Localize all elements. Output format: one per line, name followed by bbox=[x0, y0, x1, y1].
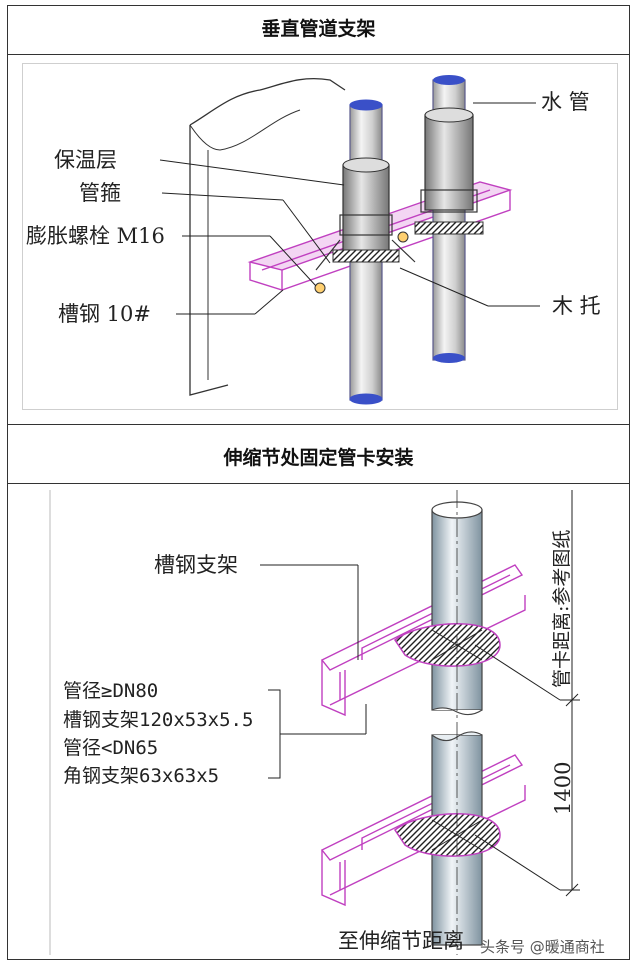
watermark: 头条号 @暖通商社 bbox=[480, 938, 605, 956]
section1-panel bbox=[22, 63, 618, 410]
label-channel-bracket: 槽钢支架 bbox=[154, 553, 238, 577]
pipe-clamp bbox=[339, 214, 393, 236]
outer-frame bbox=[7, 5, 630, 960]
pipe-left bbox=[315, 99, 416, 405]
wall-edge bbox=[189, 78, 346, 126]
label-to-joint: 至伸缩节距离 bbox=[338, 929, 464, 953]
divider bbox=[7, 483, 630, 484]
wood-support bbox=[332, 249, 400, 263]
section1-title: 垂直管道支架 bbox=[261, 18, 376, 40]
wall-edge bbox=[189, 125, 229, 396]
pipe-right bbox=[397, 75, 484, 363]
label-spec-4: 角钢支架63x63x5 bbox=[63, 765, 220, 787]
label-water-pipe: 水 管 bbox=[541, 90, 590, 114]
label-clamp-distance: 管卡距离:参考图纸 bbox=[551, 529, 573, 688]
insulation-layer bbox=[342, 164, 390, 256]
leaders-1 bbox=[159, 102, 540, 315]
divider bbox=[7, 424, 630, 425]
label-spec-1: 管径≥DN80 bbox=[63, 680, 159, 702]
label-spec-3: 管径<DN65 bbox=[63, 737, 159, 759]
label-dimension: 1400 bbox=[551, 761, 575, 815]
label-wood-support: 木 托 bbox=[552, 294, 601, 318]
label-spec-2: 槽钢支架120x53x5.5 bbox=[63, 709, 254, 731]
bolt bbox=[314, 282, 326, 294]
label-insulation: 保温层 bbox=[54, 148, 117, 172]
section2-title: 伸缩节处固定管卡安装 bbox=[223, 447, 414, 469]
leaders-2 bbox=[260, 564, 367, 779]
label-channel: 槽钢 10# bbox=[58, 302, 151, 326]
divider bbox=[7, 54, 630, 55]
label-clamp: 管箍 bbox=[79, 181, 121, 205]
label-bolt: 膨胀螺栓 M16 bbox=[26, 224, 165, 248]
dimension bbox=[474, 490, 580, 897]
lower-clamp bbox=[393, 813, 501, 857]
